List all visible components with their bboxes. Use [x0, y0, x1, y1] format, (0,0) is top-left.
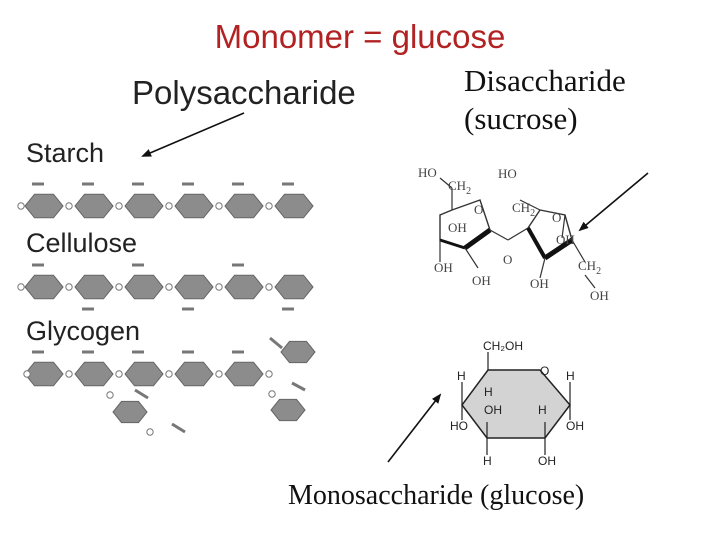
sucrose-ho-label: HO: [418, 165, 437, 180]
glycogen-chain: [23, 336, 316, 436]
glycosidic-oxygen-dot: [115, 370, 123, 378]
side-group-bar: [291, 381, 306, 392]
glucose-unit-hexagon: [74, 193, 114, 219]
glucose-unit-hexagon: [224, 274, 264, 300]
side-group-bar: [269, 336, 283, 350]
sucrose-ho-label-2: HO: [498, 166, 517, 181]
glucose-unit-hexagon: [224, 193, 264, 219]
disaccharide-label-line1: Disaccharide: [464, 63, 626, 98]
sucrose-ch2-label-1: CH2: [448, 178, 471, 197]
glucose-unit-hexagon: [280, 340, 316, 364]
glucose-oh-label-2: OH: [566, 419, 584, 433]
glucose-unit-hexagon: [174, 274, 214, 300]
glycogen-label: Glycogen: [26, 316, 141, 346]
glycosidic-oxygen-dot: [215, 202, 223, 210]
glycosidic-oxygen-dot: [165, 202, 173, 210]
glucose-unit-hexagon: [174, 361, 214, 387]
glucose-unit-hexagon: [124, 361, 164, 387]
disaccharide-label: Disaccharide (sucrose): [464, 62, 626, 138]
side-group-bar: [134, 388, 149, 400]
sucrose-ch2-label-3: CH2: [578, 258, 601, 277]
glycosidic-oxygen-dot: [265, 283, 273, 291]
disaccharide-arrow: [578, 172, 649, 232]
glycosidic-oxygen-dot: [268, 390, 276, 398]
glucose-ring-o: O: [540, 364, 549, 378]
cellulose-label: Cellulose: [26, 228, 138, 258]
sucrose-structure: HO CH2 HO CH2 O O O OH OH OH OH OH OH CH…: [418, 165, 609, 303]
glucose-unit-hexagon: [124, 274, 164, 300]
glucose-h-label-3: H: [484, 385, 493, 399]
polysaccharide-label: Polysaccharide: [132, 74, 356, 111]
glucose-unit-hexagon: [24, 193, 64, 219]
monosaccharide-arrow: [387, 393, 442, 463]
glucose-unit-hexagon: [24, 274, 64, 300]
glycosidic-oxygen-dot: [215, 370, 223, 378]
glycosidic-oxygen-dot: [115, 283, 123, 291]
polysaccharide-arrow: [141, 112, 245, 157]
glucose-ch2oh-label: CH₂OH: [483, 339, 523, 353]
sucrose-oh-label-4: OH: [472, 273, 491, 288]
glycosidic-oxygen-dot: [165, 370, 173, 378]
sucrose-ch2-label-2: CH2: [512, 200, 535, 219]
sucrose-oh-label-3: OH: [434, 260, 453, 275]
glycosidic-oxygen-dot: [115, 202, 123, 210]
glucose-unit-hexagon: [174, 193, 214, 219]
sucrose-oh-label-2: OH: [556, 232, 575, 247]
glycosidic-oxygen-dot: [165, 283, 173, 291]
monosaccharide-label: Monosaccharide (glucose): [288, 480, 585, 511]
glycosidic-oxygen-dot: [65, 283, 73, 291]
glucose-unit-hexagon: [74, 274, 114, 300]
glucose-unit-hexagon: [74, 361, 114, 387]
glycosidic-oxygen-dot: [146, 428, 154, 436]
sucrose-ring-o-2: O: [552, 210, 561, 225]
side-group-bar: [171, 422, 186, 434]
starch-chain: [17, 182, 314, 219]
glucose-oh-label-1: OH: [484, 403, 502, 417]
glucose-unit-hexagon: [274, 274, 314, 300]
sucrose-oh-label-1: OH: [448, 220, 467, 235]
glucose-unit-hexagon: [124, 193, 164, 219]
glucose-unit-hexagon: [24, 361, 64, 387]
disaccharide-label-line2: (sucrose): [464, 101, 578, 136]
glucose-unit-hexagon: [112, 400, 148, 424]
glycosidic-oxygen-dot: [106, 391, 114, 399]
glycosidic-oxygen-dot: [23, 370, 31, 378]
glycosidic-oxygen-dot: [65, 202, 73, 210]
glucose-unit-hexagon: [270, 398, 306, 422]
glucose-h-label-1: H: [457, 369, 466, 383]
glycosidic-oxygen-dot: [215, 283, 223, 291]
glucose-unit-hexagon: [274, 193, 314, 219]
glucose-h-label-2: H: [566, 369, 575, 383]
glycosidic-oxygen-dot: [17, 202, 25, 210]
glucose-unit-hexagon: [224, 361, 264, 387]
glucose-ho-label: HO: [450, 419, 468, 433]
glucose-oh-label-3: OH: [538, 454, 556, 468]
sucrose-oh-label-6: OH: [590, 288, 609, 303]
glucose-structure: CH₂OH H O H H OH H HO OH H OH: [450, 339, 584, 468]
glycosidic-oxygen-dot: [65, 370, 73, 378]
glycosidic-oxygen-dot: [265, 370, 273, 378]
cellulose-chain: [17, 263, 314, 311]
glucose-h-label-4: H: [538, 403, 547, 417]
starch-label: Starch: [26, 138, 105, 168]
sucrose-oh-label-5: OH: [530, 276, 549, 291]
glycosidic-oxygen-dot: [265, 202, 273, 210]
glycosidic-oxygen-dot: [17, 283, 25, 291]
glucose-h-label-5: H: [483, 454, 492, 468]
sucrose-linking-o: O: [503, 252, 512, 267]
sucrose-ring-o-1: O: [474, 202, 483, 217]
slide-title: Monomer = glucose: [214, 18, 506, 55]
